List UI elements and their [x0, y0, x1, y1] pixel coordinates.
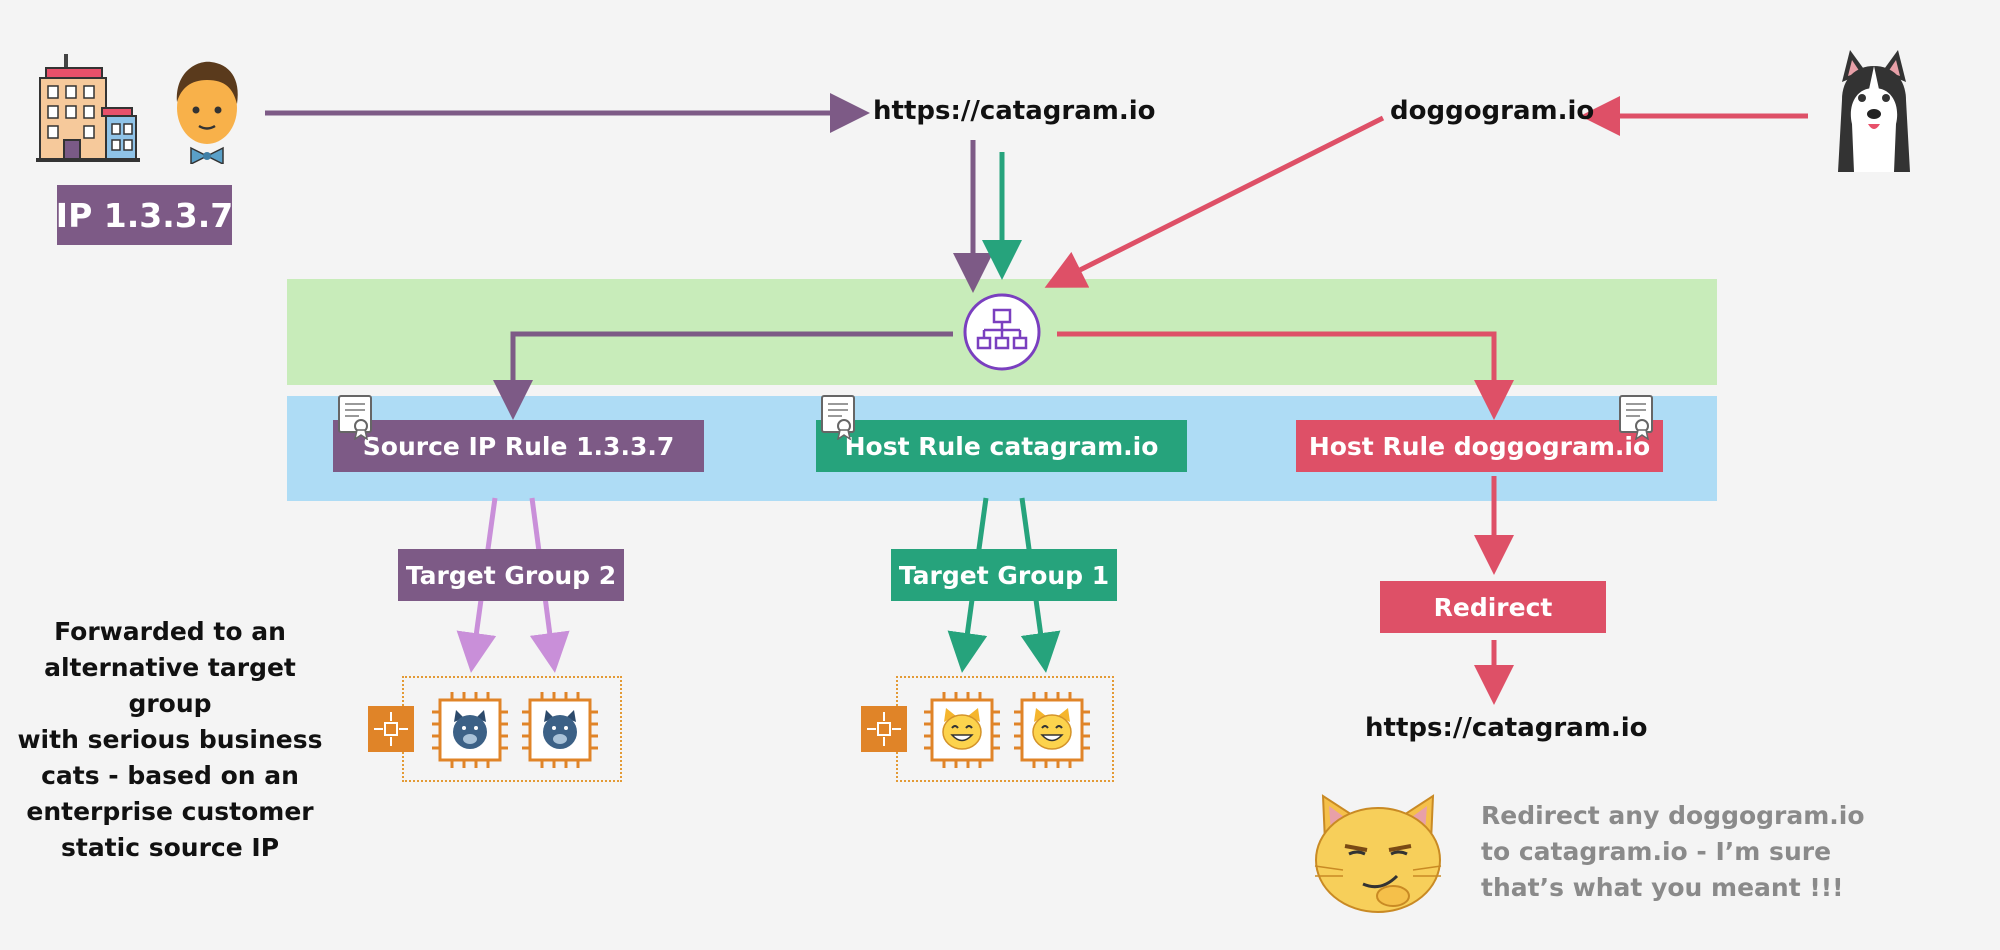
certificate-icon — [821, 395, 855, 440]
arrow-lb-to-source-ip-rule — [493, 331, 953, 420]
arrow-lb-to-doggogram-rule — [1057, 331, 1514, 420]
businessman-icon — [176, 61, 238, 164]
note-line: to catagram.io - I’m sure — [1481, 837, 1832, 866]
happy-cat-icon — [1014, 692, 1090, 768]
target-group-1: Target Group 1 — [891, 549, 1117, 601]
business-cat-icon — [432, 692, 508, 768]
arrow-doggogram-to-lb — [1044, 115, 1385, 288]
happy-cat-icon — [924, 692, 1000, 768]
target-group-2: Target Group 2 — [398, 549, 624, 601]
note-line: with serious business — [17, 725, 323, 754]
note-source-ip-explanation: Forwarded to an alternative target group… — [0, 614, 340, 866]
husky-dog-icon — [1838, 50, 1910, 172]
note-line: enterprise customer — [26, 797, 314, 826]
business-cat-icon — [522, 692, 598, 768]
certificate-icon — [1619, 395, 1653, 440]
load-balancer-icon — [963, 293, 1041, 371]
catagram-url-redirect: https://catagram.io — [1365, 713, 1648, 743]
note-line: alternative target group — [44, 653, 296, 718]
note-line: static source IP — [60, 833, 280, 862]
note-redirect-explanation: Redirect any doggogram.io to catagram.io… — [1481, 798, 1865, 906]
smug-cat-icon — [1314, 794, 1442, 913]
client-ip-label: IP 1.3.3.7 — [56, 185, 233, 245]
catagram-url-top: https://catagram.io — [873, 96, 1156, 126]
rule-source-ip: Source IP Rule 1.3.3.7 — [333, 420, 704, 472]
auto-scaling-icon — [368, 706, 414, 752]
note-line: Redirect any doggogram.io — [1481, 801, 1865, 830]
note-line: that’s what you meant !!! — [1481, 873, 1844, 902]
redirect-box: Redirect — [1380, 581, 1606, 633]
note-line: Forwarded to an — [54, 617, 286, 646]
rule-host-doggogram: Host Rule doggogram.io — [1296, 420, 1663, 472]
office-building-icon — [36, 54, 140, 162]
auto-scaling-icon — [861, 706, 907, 752]
doggogram-url: doggogram.io — [1390, 96, 1595, 126]
note-line: cats - based on an — [41, 761, 299, 790]
certificate-icon — [338, 395, 372, 440]
rule-host-catagram: Host Rule catagram.io — [816, 420, 1187, 472]
